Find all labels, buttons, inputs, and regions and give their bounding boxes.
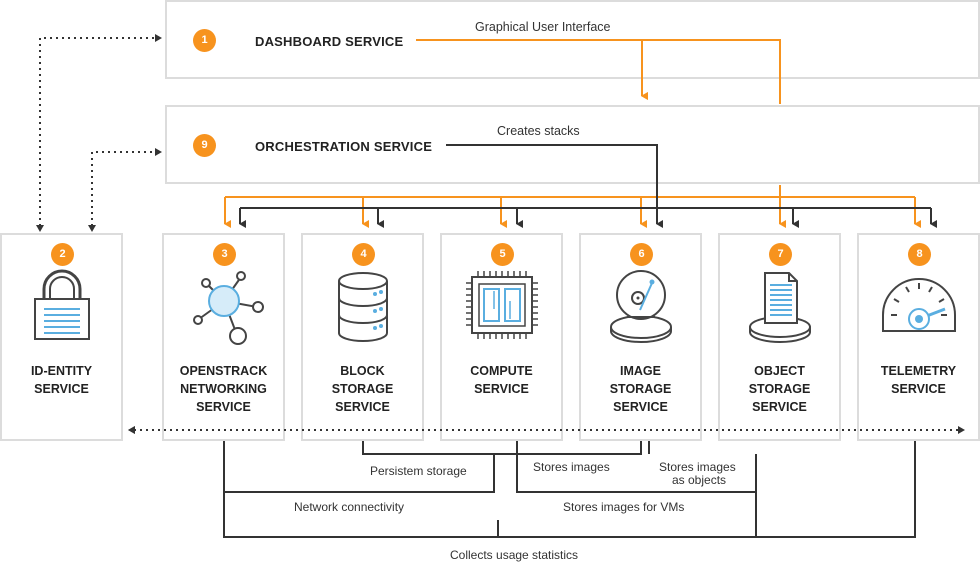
- service-number-badge: 6: [630, 243, 653, 266]
- disk-image-icon: [608, 265, 674, 350]
- dashboard-service-title: DASHBOARD SERVICE: [255, 34, 404, 49]
- dashboard-number-badge: 1: [193, 29, 216, 52]
- stores-images-objects-label-2: as objects: [672, 473, 727, 487]
- orchestration-number-badge: 9: [193, 134, 216, 157]
- orchestration-service-title: ORCHESTRATION SERVICE: [255, 139, 433, 154]
- document-stack-icon: [747, 265, 813, 350]
- dashboard-distribution-bus: [224, 185, 921, 228]
- persistent-storage-label: Persistem storage: [370, 464, 467, 478]
- gui-label: Graphical User Interface: [475, 20, 611, 34]
- service-number-badge: 3: [213, 243, 236, 266]
- lock-icon: [30, 265, 94, 350]
- relationship-brackets: [223, 441, 916, 538]
- service-number-badge: 4: [352, 243, 375, 266]
- service-number-badge: 2: [51, 243, 74, 266]
- database-icon: [333, 265, 393, 350]
- gauge-icon: [879, 271, 959, 346]
- cpu-chip-icon: [460, 265, 544, 350]
- stores-images-label: Stores images: [533, 460, 610, 474]
- service-number-badge: 5: [491, 243, 514, 266]
- stores-images-objects-label-1: Stores images: [659, 460, 736, 474]
- service-number-badge: 8: [908, 243, 931, 266]
- creates-stacks-label: Creates stacks: [497, 124, 580, 138]
- dashboard-service-box[interactable]: 1 DASHBOARD SERVICE: [165, 0, 980, 79]
- stores-images-vms-label: Stores images for VMs: [563, 500, 685, 514]
- network-icon: [179, 265, 269, 350]
- identity-dotted-lines: [39, 37, 958, 431]
- service-number-badge: 7: [769, 243, 792, 266]
- network-connectivity-label: Network connectivity: [294, 500, 405, 514]
- collects-usage-label: Collects usage statistics: [450, 548, 579, 562]
